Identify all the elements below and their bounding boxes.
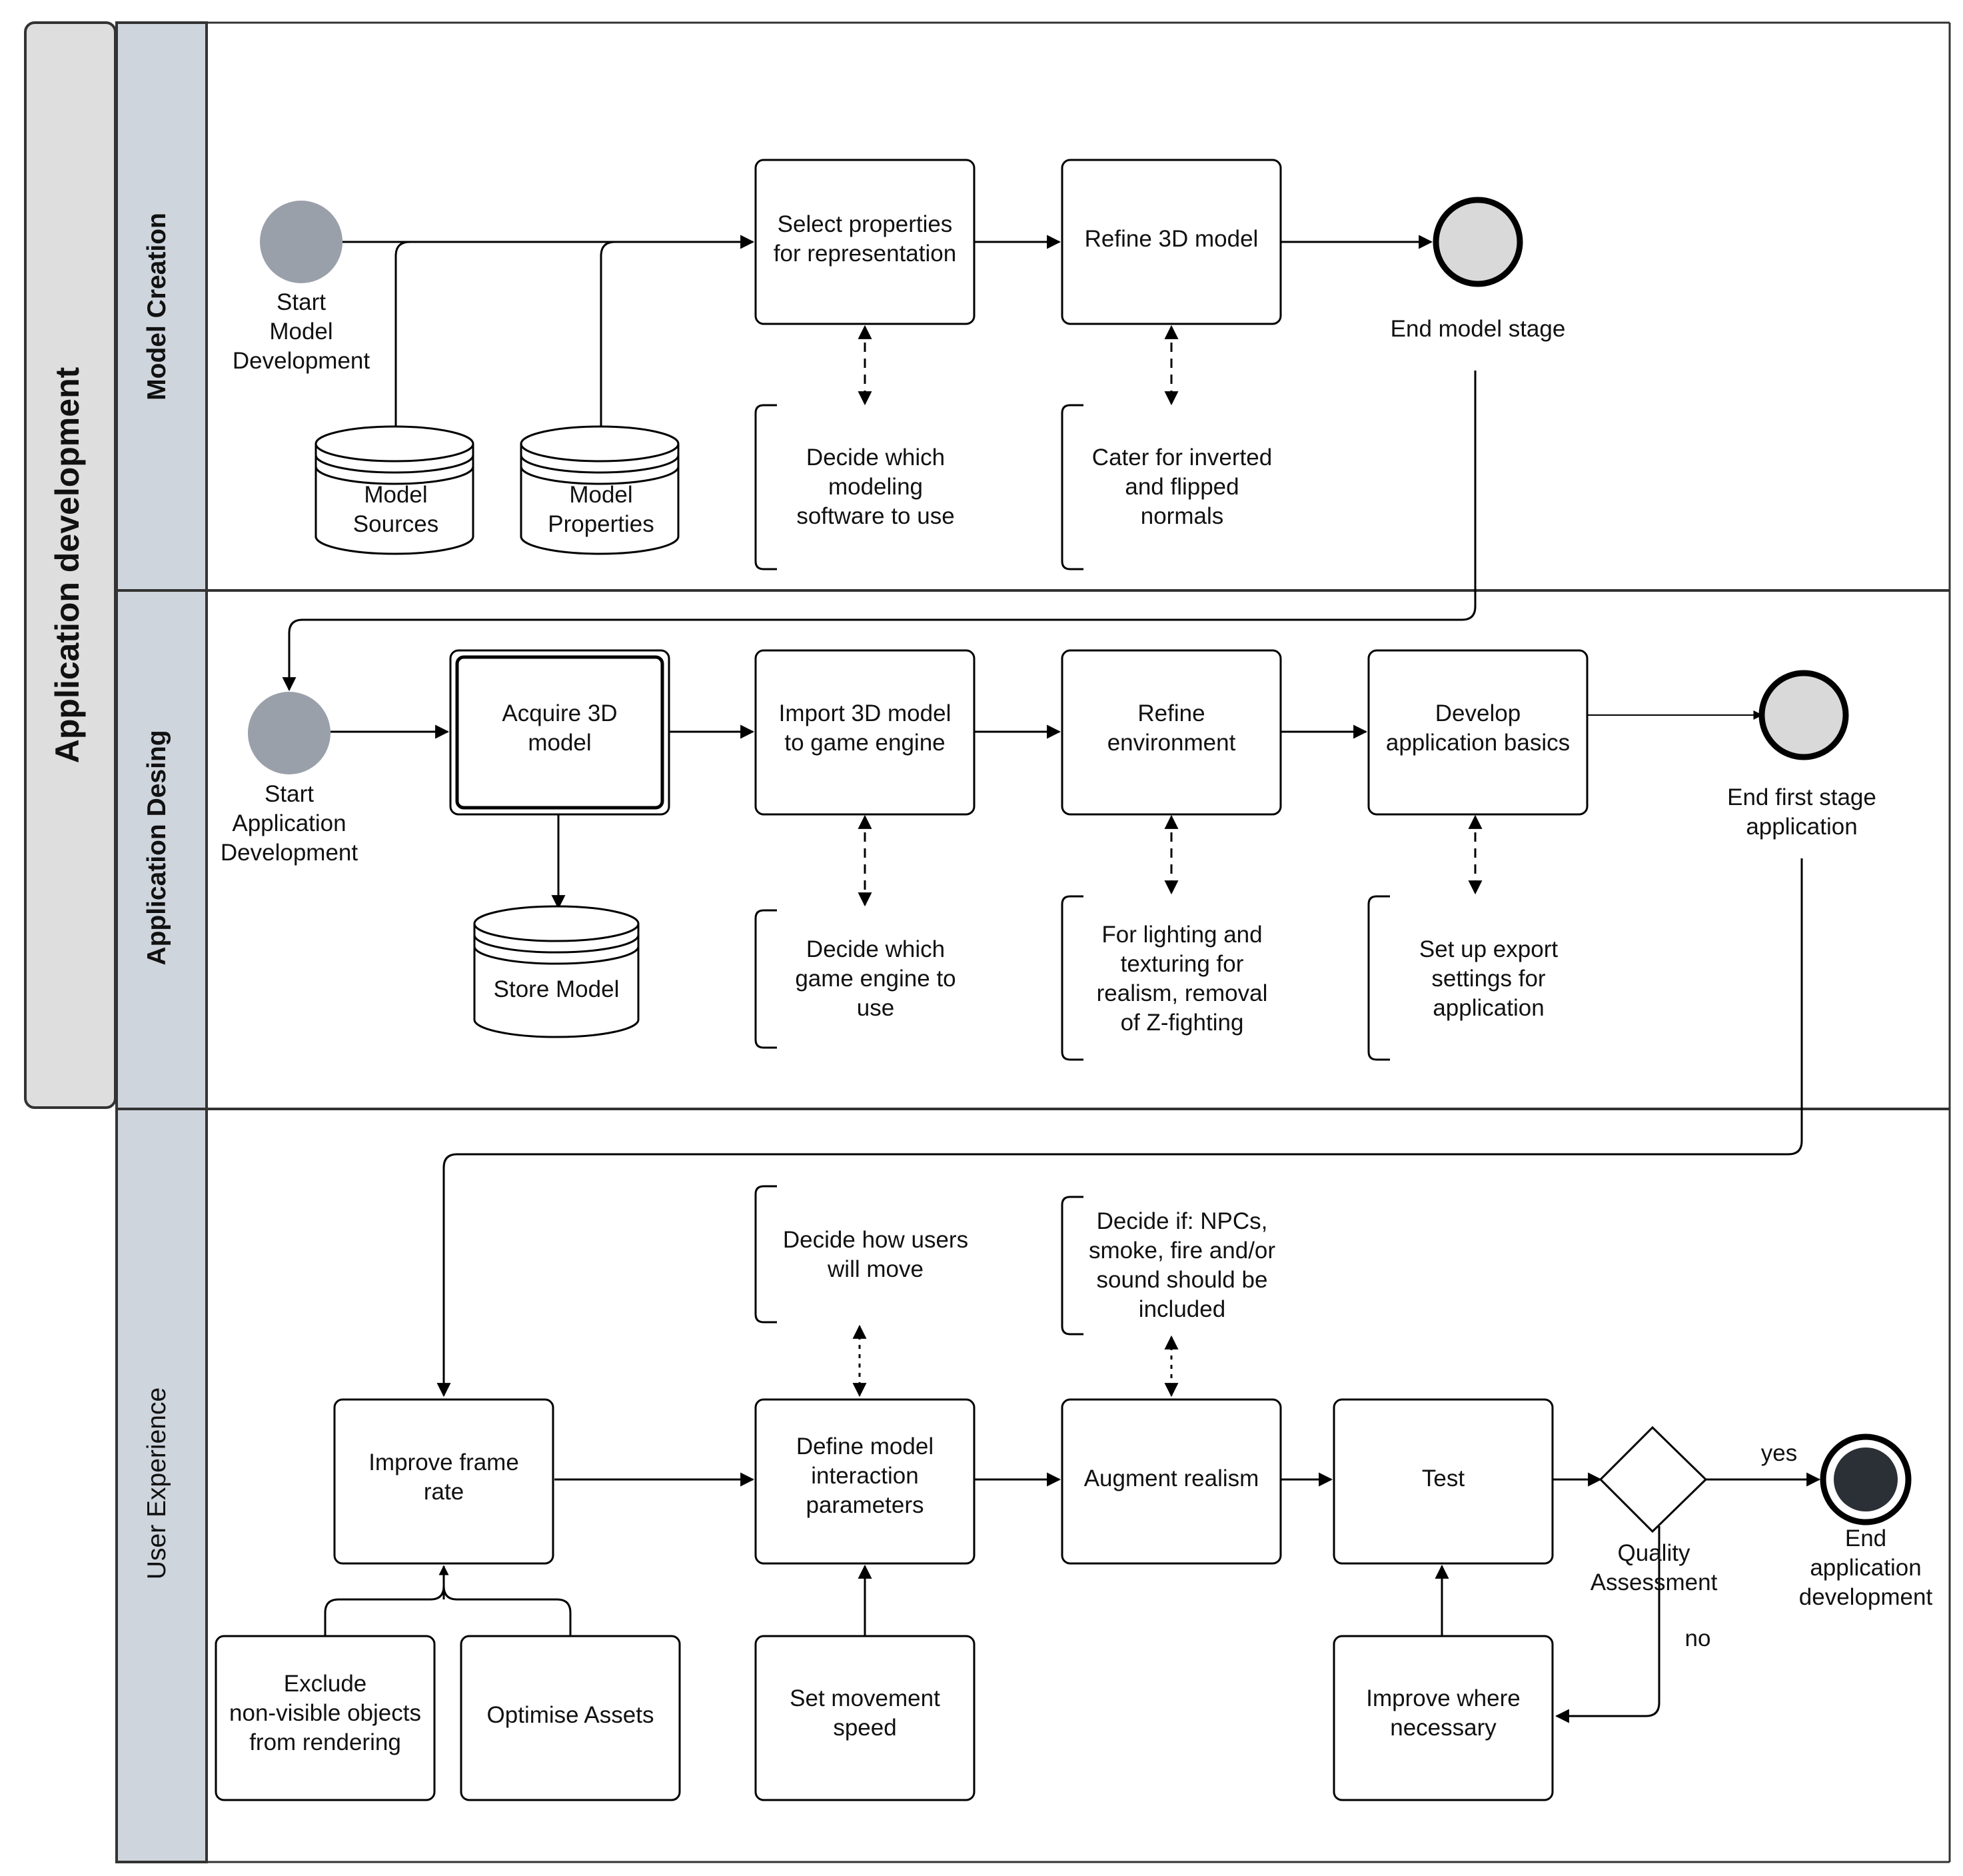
task-define-parameters[interactable] xyxy=(754,1398,976,1565)
annotation-decide-engine-bracket xyxy=(754,909,777,1049)
gateway-quality-assessment[interactable] xyxy=(1599,1425,1708,1533)
task-test-label: Test xyxy=(1422,1465,1465,1491)
datastore-model-sources[interactable] xyxy=(315,425,474,555)
lane-header-model-creation xyxy=(115,21,208,592)
annotation-npcs-bracket xyxy=(1061,1196,1083,1336)
annotation-cater-normals-bracket xyxy=(1061,404,1083,570)
task-select-properties[interactable] xyxy=(754,159,976,325)
task-augment-realism-label: Augment realism xyxy=(1084,1465,1259,1491)
datastore-store-model[interactable] xyxy=(473,905,640,1038)
task-test[interactable] xyxy=(1333,1398,1554,1565)
gateway-no-label: no xyxy=(1685,1625,1711,1651)
end-event-first-stage[interactable] xyxy=(1758,670,1849,760)
annotation-export-bracket xyxy=(1367,895,1390,1061)
task-refine-environment[interactable] xyxy=(1061,649,1282,816)
start-event-application[interactable] xyxy=(248,692,330,774)
lane-label-application-desing: Application Desing xyxy=(143,730,171,965)
pool-label: Application development xyxy=(49,367,86,763)
task-develop-basics[interactable] xyxy=(1367,649,1589,816)
end-event-application-inner xyxy=(1834,1447,1898,1511)
lane-label-model-creation: Model Creation xyxy=(143,213,171,401)
task-acquire-3d-model[interactable] xyxy=(449,649,670,816)
task-exclude-non-visible[interactable] xyxy=(215,1635,436,1801)
connectors xyxy=(282,235,1821,1723)
task-import-3d-model[interactable] xyxy=(754,649,976,816)
task-optimise-assets[interactable] xyxy=(460,1635,681,1801)
gateway-yes-label: yes xyxy=(1761,1440,1797,1466)
annotation-lighting-bracket xyxy=(1061,895,1083,1061)
task-improve-where-necessary[interactable] xyxy=(1333,1635,1554,1801)
task-improve-frame-rate[interactable] xyxy=(333,1398,554,1565)
lane-label-user-experience: User Experience xyxy=(143,1388,171,1579)
end-model-stage-label: End model stage xyxy=(1391,316,1566,342)
annotation-move-bracket xyxy=(754,1185,777,1324)
task-augment-realism[interactable] xyxy=(1061,1398,1282,1565)
task-refine-3d-model[interactable] xyxy=(1061,159,1282,325)
end-event-model-stage[interactable] xyxy=(1433,197,1523,287)
datastore-store-model-label: Store Model xyxy=(494,976,620,1002)
datastore-model-properties[interactable] xyxy=(520,425,680,555)
task-optimise-assets-label: Optimise Assets xyxy=(487,1702,654,1728)
lane-header-user-experience xyxy=(115,1108,208,1863)
start-event-model[interactable] xyxy=(260,201,342,283)
annotation-decide-software-bracket xyxy=(754,404,777,570)
task-refine-3d-model-label: Refine 3D model xyxy=(1085,226,1259,252)
task-set-movement-speed[interactable] xyxy=(754,1635,976,1801)
